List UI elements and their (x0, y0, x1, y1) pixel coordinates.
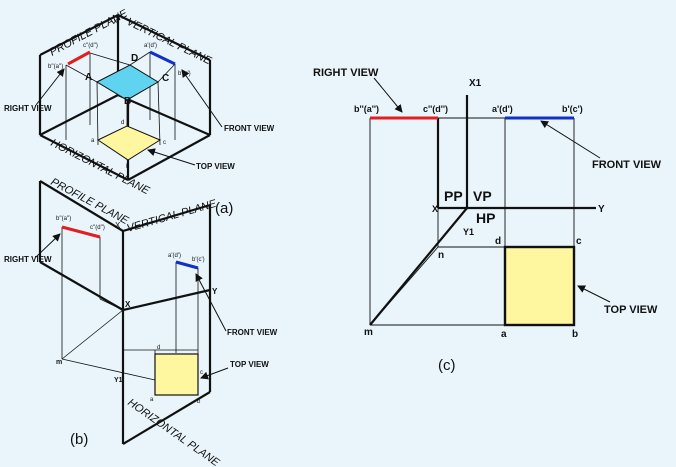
panel-b-m-label: m (56, 359, 62, 366)
panel-a-corner-a: A (85, 72, 92, 83)
panel-c-n-label: n (438, 250, 444, 261)
panel-c-tag: (c) (438, 357, 456, 374)
panel-a-front-view-caption: FRONT VIEW (224, 124, 275, 133)
panel-c-vp-left-label: a'(d') (492, 104, 513, 114)
panel-c-c-label: c (576, 236, 582, 247)
panel-b-horizontal-plane-label: HORIZONTAL PLANE (125, 397, 222, 467)
panel-a-hp-a-label: a (91, 138, 95, 144)
panel-a-labels: PROFILE PLANE X VERTICAL PLANE HORIZONTA… (4, 7, 275, 217)
panel-a-right-view-caption: RIGHT VIEW (4, 104, 52, 113)
panel-a-front-view-line (149, 50, 176, 66)
panel-a-top-view-leader (147, 148, 196, 166)
panel-c-labels: RIGHT VIEW FRONT VIEW TOP VIEW b''(a'') … (313, 67, 662, 374)
panel-a-hp-c-label: c (163, 140, 166, 146)
panel-a-hp-b-label: b (126, 164, 130, 170)
panel-a-vp-right-label: b'(c') (178, 71, 191, 77)
panel-c-y-label: Y (598, 204, 605, 215)
panel-c-top-view-caption: TOP VIEW (604, 304, 658, 316)
panel-a-pp-right-label: c''(d'') (83, 43, 98, 49)
panel-a-top-view-square (96, 125, 162, 161)
panel-c-front-view-caption: FRONT VIEW (592, 159, 662, 171)
panel-b-top-view-leader (200, 367, 229, 380)
panel-c-pp-right-label: c''(d'') (423, 104, 448, 114)
panel-b-hp-a-label: a (150, 397, 154, 403)
panel-b-plane-outlines (38, 180, 212, 445)
panel-b-top-view-caption: TOP VIEW (230, 360, 269, 369)
panel-c-top-view-leader (577, 285, 611, 303)
panel-b-front-view-caption: FRONT VIEW (227, 328, 278, 337)
panel-c-d-label: d (495, 236, 501, 247)
panel-a-pp-left-label: b''(a'') (48, 64, 63, 70)
panel-c-right-view-leader (373, 77, 403, 113)
panel-c-pp-left-label: b''(a'') (354, 104, 379, 114)
panel-c-y1-label: Y1 (463, 227, 474, 237)
panel-a-corner-b: B (124, 96, 131, 107)
panel-b-tag: (b) (70, 431, 88, 448)
panel-b-vertical-plane-label: VERTICAL PLANE (126, 198, 219, 235)
panel-a-right-view-line (67, 50, 91, 66)
panel-b-right-view-caption: RIGHT VIEW (4, 255, 52, 264)
panel-a-corner-d: D (131, 53, 138, 64)
panel-b-top-view-square (154, 353, 199, 396)
panel-a (35, 14, 223, 181)
panel-a-object-square (95, 64, 159, 101)
panel-c-main-lines (369, 95, 596, 326)
panel-b-right-view-line (61, 225, 101, 239)
panel-c-front-view-leader (540, 120, 601, 159)
panel-b-front-view-line (175, 260, 199, 270)
panel-b-right-view-leader (35, 233, 61, 258)
panel-b-pp-left-label: b''(a'') (56, 216, 71, 222)
panel-c-hp-label: HP (476, 210, 495, 226)
panel-a-right-view-leader (35, 68, 65, 106)
panel-a-hp-d-label: d (121, 120, 124, 126)
panel-a-vp-left-label: a'(d') (144, 43, 157, 49)
panel-b (35, 180, 229, 445)
panel-a-tag: (a) (215, 200, 233, 217)
panel-b-front-view-leader (195, 273, 227, 332)
panel-b-hp-c-label: c (200, 370, 203, 376)
panel-c-x1-label: X1 (469, 78, 482, 89)
panel-b-hp-d-label: d (157, 345, 160, 351)
panel-b-x-axis-label: X (125, 300, 131, 309)
panel-c-vp-label: VP (473, 188, 492, 204)
panel-c-vp-right-label: b'(c') (562, 104, 583, 114)
panel-c (369, 77, 611, 327)
panel-c-right-view-caption: RIGHT VIEW (313, 67, 379, 79)
panel-b-pp-right-label: c''(d'') (90, 225, 105, 231)
panel-a-front-view-leader (181, 69, 223, 128)
panel-c-m-label: m (364, 327, 373, 338)
panel-b-vp-left-label: a'(d') (168, 253, 181, 259)
panel-b-hp-b-label: b (197, 399, 201, 405)
panel-c-x-label: X (432, 204, 438, 214)
panel-b-x-mark: X (115, 221, 121, 230)
panel-b-labels: PROFILE PLANE X VERTICAL PLANE HORIZONTA… (4, 176, 278, 467)
panel-c-top-view-square (503, 245, 576, 327)
panel-a-corner-c: C (162, 73, 169, 84)
panel-c-a-label: a (501, 329, 507, 340)
panel-b-y1-label: Y1 (114, 377, 123, 384)
panel-a-plane-outlines (38, 14, 212, 181)
panel-b-vp-right-label: b'(c') (192, 257, 205, 263)
panel-c-b-label: b (572, 329, 578, 340)
panel-c-pp-label: PP (444, 188, 463, 204)
panel-a-top-view-caption: TOP VIEW (196, 162, 235, 171)
panel-b-y-axis-label: Y (212, 287, 218, 296)
panel-a-x-mark: X (113, 17, 119, 26)
